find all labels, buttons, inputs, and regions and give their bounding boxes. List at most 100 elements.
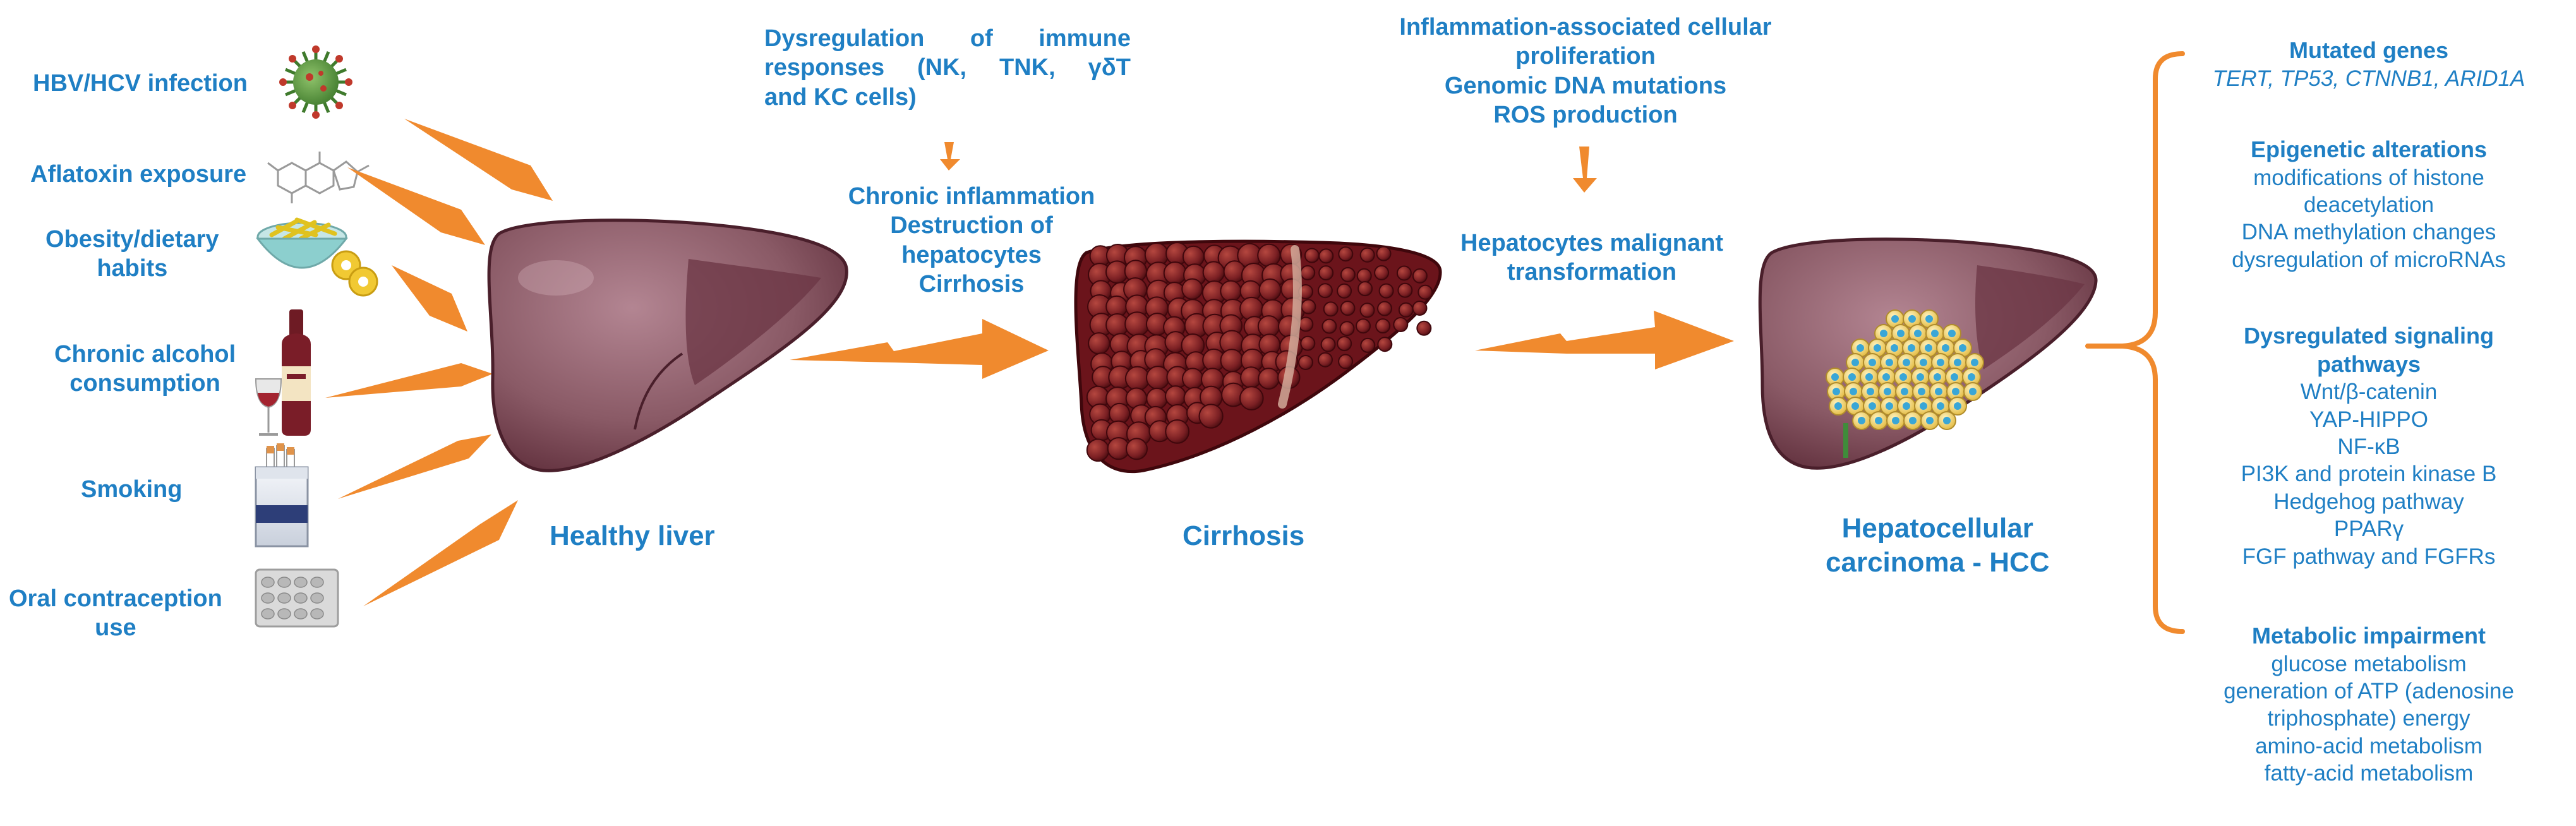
cirrhosis-nodule [1298, 355, 1313, 370]
cirrhosis-nodule [1239, 386, 1264, 410]
drivers-text: Inflammation-associated cellular prolife… [1399, 14, 1772, 129]
cirrhosis-nodule [1378, 283, 1394, 299]
cirrhosis-nodule [1318, 248, 1334, 264]
panel-metabolic-item: generation of ATP (adenosine [2224, 679, 2514, 704]
arrow-healthy-to-cirrhosis [790, 319, 1049, 379]
risk-factor-arrows [325, 119, 553, 606]
cirrhosis-nodule [1181, 278, 1203, 300]
tumor-cell [1877, 368, 1896, 386]
cirrhosis-nodule [1337, 336, 1352, 352]
cirrhosis-nodule [1258, 278, 1282, 301]
cirrhosis-nodules [1086, 242, 1433, 462]
cirrhosis-nodule [1317, 283, 1333, 299]
cirrhosis-nodule [1182, 368, 1204, 390]
panel-metabolic-item: triphosphate) energy [2267, 706, 2471, 731]
panel-metabolic: Metabolic impairment glucose metabolism … [2179, 622, 2558, 787]
tumor-cell [1962, 368, 1981, 386]
cirrhosis-nodule [1321, 318, 1337, 334]
cirrhotic-liver-image [1074, 239, 1442, 474]
tumor-cell-cluster [1826, 309, 1984, 430]
cirrhosis-nodule [1146, 387, 1168, 410]
cirrhosis-nodule [1323, 301, 1339, 317]
cirrhosis-nodule [1202, 261, 1225, 284]
wine-bottle-icon [255, 309, 311, 436]
cirrhosis-nodule [1300, 265, 1316, 280]
cirrhosis-nodule [1318, 265, 1334, 281]
panel-signaling-item: Hedgehog pathway [2273, 489, 2464, 514]
cirrhosis-nodule [1377, 301, 1392, 316]
cirrhosis-nodule [1360, 337, 1376, 353]
risk-hbv-label: HBV/HCV infection [33, 70, 248, 97]
cirrhosis-nodule [1340, 301, 1356, 316]
cigarette-pack-icon [255, 443, 309, 548]
panel-epigenetic: Epigenetic alterations modifications of … [2179, 136, 2558, 273]
panel-signaling-item: YAP-HIPPO [2309, 407, 2428, 432]
cirrhosis-nodule [1398, 302, 1414, 318]
cirrhosis-nodule [1397, 282, 1413, 298]
cirrhosis-nodule [1320, 337, 1336, 352]
panel-signaling: Dysregulated signaling pathways Wnt/β-ca… [2179, 322, 2558, 570]
panel-epigenetic-item: modifications of histone [2253, 165, 2484, 190]
panel-epigenetic-title: Epigenetic alterations [2250, 136, 2488, 162]
cirrhosis-nodule [1412, 268, 1428, 284]
panel-metabolic-item: amino-acid metabolism [2255, 733, 2483, 758]
cirrhosis-nodule [1220, 349, 1244, 373]
tumor-cell [1869, 411, 1888, 430]
tumor-cell [1953, 338, 1972, 357]
cirrhosis-nodule [1412, 301, 1428, 316]
cirrhosis-nodule [1359, 302, 1375, 318]
cirrhosis-nodule [1088, 332, 1110, 355]
panel-signaling-title: Dysregulated signaling [2243, 323, 2495, 349]
tumor-cell [1911, 368, 1930, 386]
tumor-cell [1920, 411, 1939, 430]
arrow-drivers-down [1573, 147, 1597, 193]
food-bowl-icon [255, 217, 378, 297]
panel-signaling-item: FGF pathway and FGFRs [2242, 544, 2496, 569]
panel-metabolic-item: glucose metabolism [2271, 651, 2467, 676]
tumor-cell [1937, 411, 1956, 430]
cirrhosis-nodule [1301, 299, 1316, 314]
tumor-cell [1948, 397, 1967, 416]
malignant-transformation-text: Hepatocytes malignant transformation [1460, 230, 1723, 286]
panel-signaling-item: PI3K and protein kinase B [2241, 462, 2497, 487]
cirrhosis-nodule [1220, 280, 1242, 302]
cirrhosis-nodule [1124, 366, 1150, 392]
cirrhosis-nodule [1337, 283, 1352, 299]
cirrhosis-nodule [1376, 246, 1392, 261]
risk-smoking-label: Smoking [81, 476, 183, 503]
panel-signaling-item: Wnt/β-catenin [2300, 380, 2438, 405]
cirrhosis-nodule [1257, 243, 1281, 268]
tumor-cell [1829, 397, 1848, 416]
cirrhosis-nodule [1146, 366, 1170, 390]
panel-epigenetic-item: deacetylation [2303, 193, 2435, 218]
risk-aflatoxin-label: Aflatoxin exposure [30, 161, 247, 188]
tumor-cell [1931, 397, 1950, 416]
cirrhosis-nodule [1258, 368, 1280, 390]
cirrhosis-nodule [1374, 265, 1390, 280]
tumor-cell [1846, 397, 1865, 416]
cirrhosis-nodule [1416, 320, 1432, 336]
cirrhosis-nodule [1338, 246, 1354, 262]
panel-epigenetic-item: DNA methylation changes [2241, 220, 2496, 245]
virus-icon [279, 45, 352, 119]
panel-signaling-item: PPARγ [2333, 517, 2404, 542]
cirrhosis-nodule [1356, 318, 1371, 334]
tumor-cell [1965, 353, 1984, 372]
cirrhosis-nodule [1165, 385, 1186, 407]
cirrhosis-nodule [1393, 317, 1409, 332]
arrow-immune-down [940, 142, 960, 171]
hcc-liver-image [1758, 237, 2098, 470]
cirrhosis-nodule [1338, 354, 1354, 369]
cirrhosis-nodule [1304, 248, 1320, 263]
cirrhosis-nodule [1396, 265, 1412, 281]
cirrhosis-nodule [1339, 321, 1355, 337]
tumor-cell [1886, 411, 1905, 430]
tumor-cell [1886, 309, 1905, 328]
panel-mutated-item: TERT, TP53, CTNNB1, ARID1A [2212, 66, 2525, 91]
cirrhosis-nodule [1163, 261, 1187, 285]
tumor-cell [1946, 382, 1965, 401]
cirrhosis-nodule [1318, 352, 1333, 368]
